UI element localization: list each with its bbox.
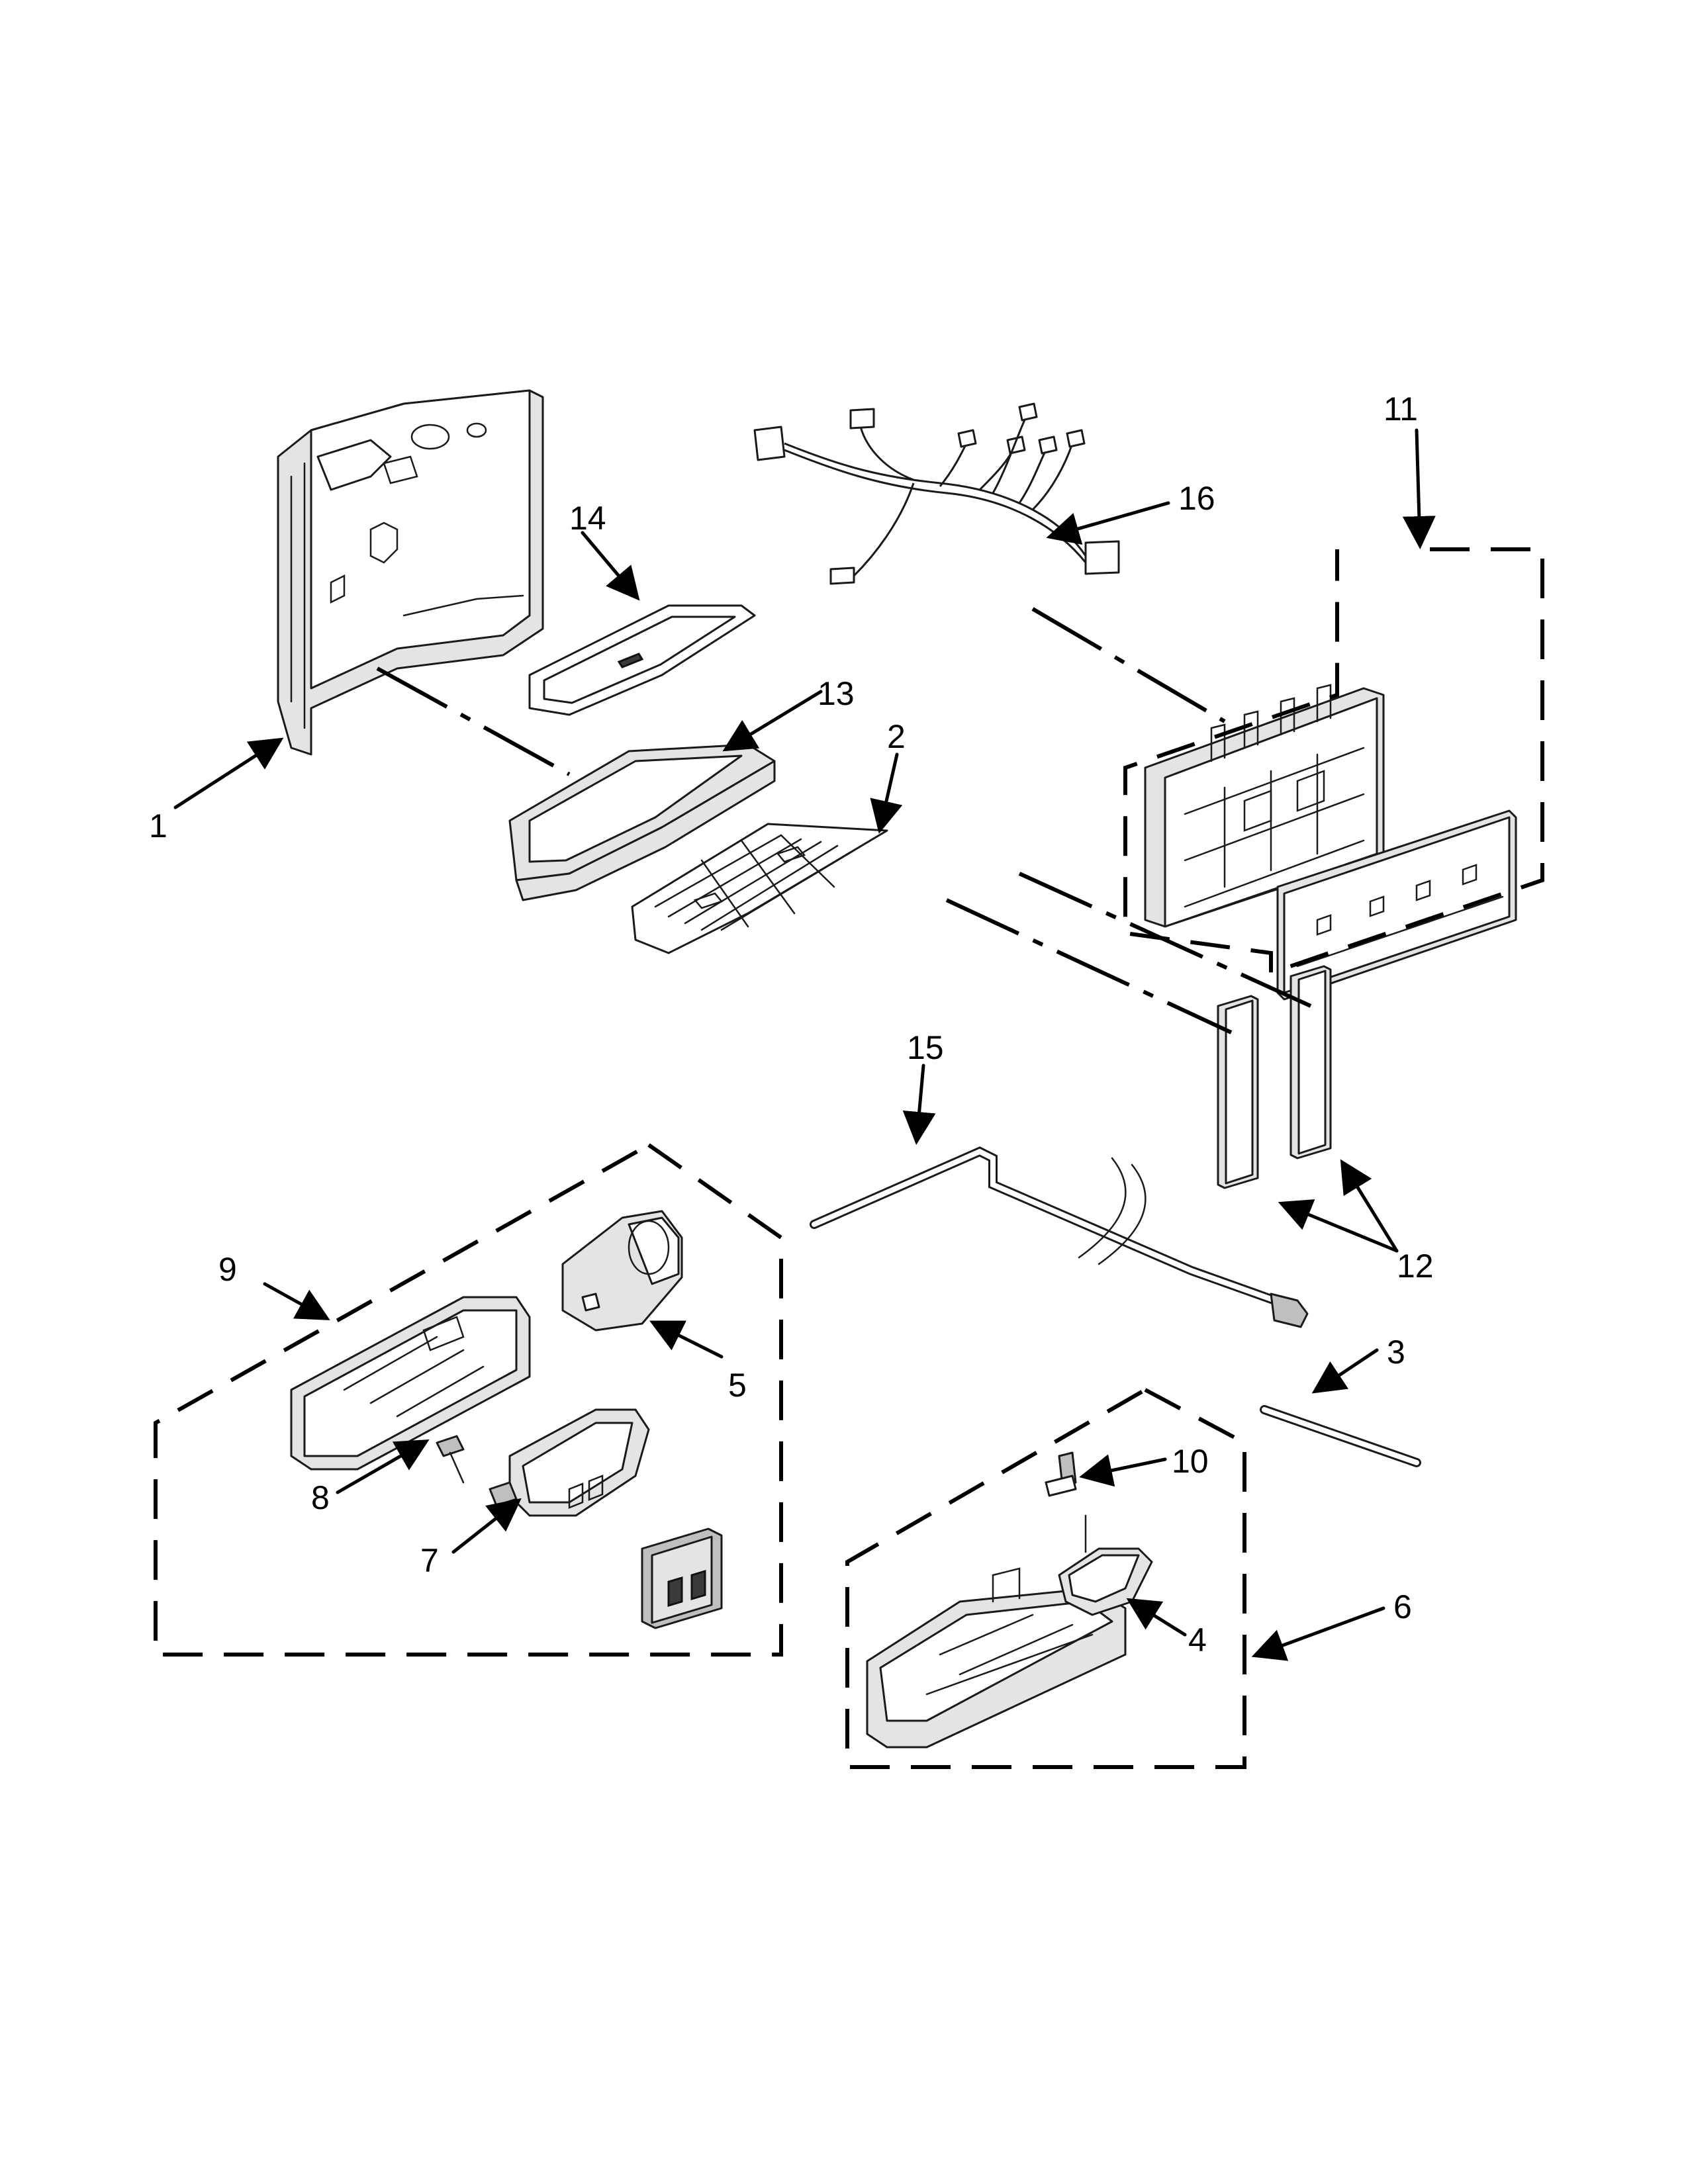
callout-13: 13: [818, 675, 855, 712]
group-box-9: [154, 1143, 783, 1657]
part-1-dispenser-housing: [277, 389, 544, 756]
part-16-wire-harness: [753, 402, 1120, 585]
part-15-water-tube: [810, 1146, 1309, 1328]
part-2-drip-grille: [631, 823, 888, 954]
part-11-control-panel: [1144, 684, 1517, 1001]
callout-11: 11: [1383, 390, 1418, 428]
part-13-drip-tray-frame: [508, 743, 776, 901]
callout-2: 2: [887, 718, 906, 755]
callout-16: 16: [1178, 480, 1215, 517]
part-3-rod: [1260, 1405, 1421, 1467]
callout-9: 9: [218, 1251, 237, 1288]
part-14-gasket: [528, 604, 756, 716]
part-12-buttons: [1217, 965, 1332, 1189]
callout-7: 7: [420, 1542, 439, 1579]
callout-6: 6: [1393, 1588, 1412, 1625]
callout-8: 8: [311, 1479, 330, 1516]
callout-1: 1: [149, 807, 167, 844]
callout-14: 14: [569, 500, 606, 537]
callout-4: 4: [1188, 1621, 1207, 1659]
part-6-base-assembly: [866, 1451, 1153, 1749]
part-9-motor-assembly: [290, 1210, 723, 1629]
callout-10: 10: [1172, 1443, 1209, 1480]
callout-labels: 1 2 3 4 5 6 7 8 9 10 11 12 13 14 15 16: [149, 390, 1434, 1659]
callout-3: 3: [1387, 1334, 1405, 1371]
callout-15: 15: [907, 1029, 944, 1066]
alignment-lines: [376, 607, 1312, 1034]
callout-12: 12: [1397, 1248, 1434, 1285]
group-boxes: [154, 547, 1544, 1769]
callout-5: 5: [728, 1367, 747, 1404]
group-box-6: [845, 1388, 1246, 1769]
callout-leaders: [173, 428, 1436, 1661]
group-box-11: [1123, 547, 1544, 976]
